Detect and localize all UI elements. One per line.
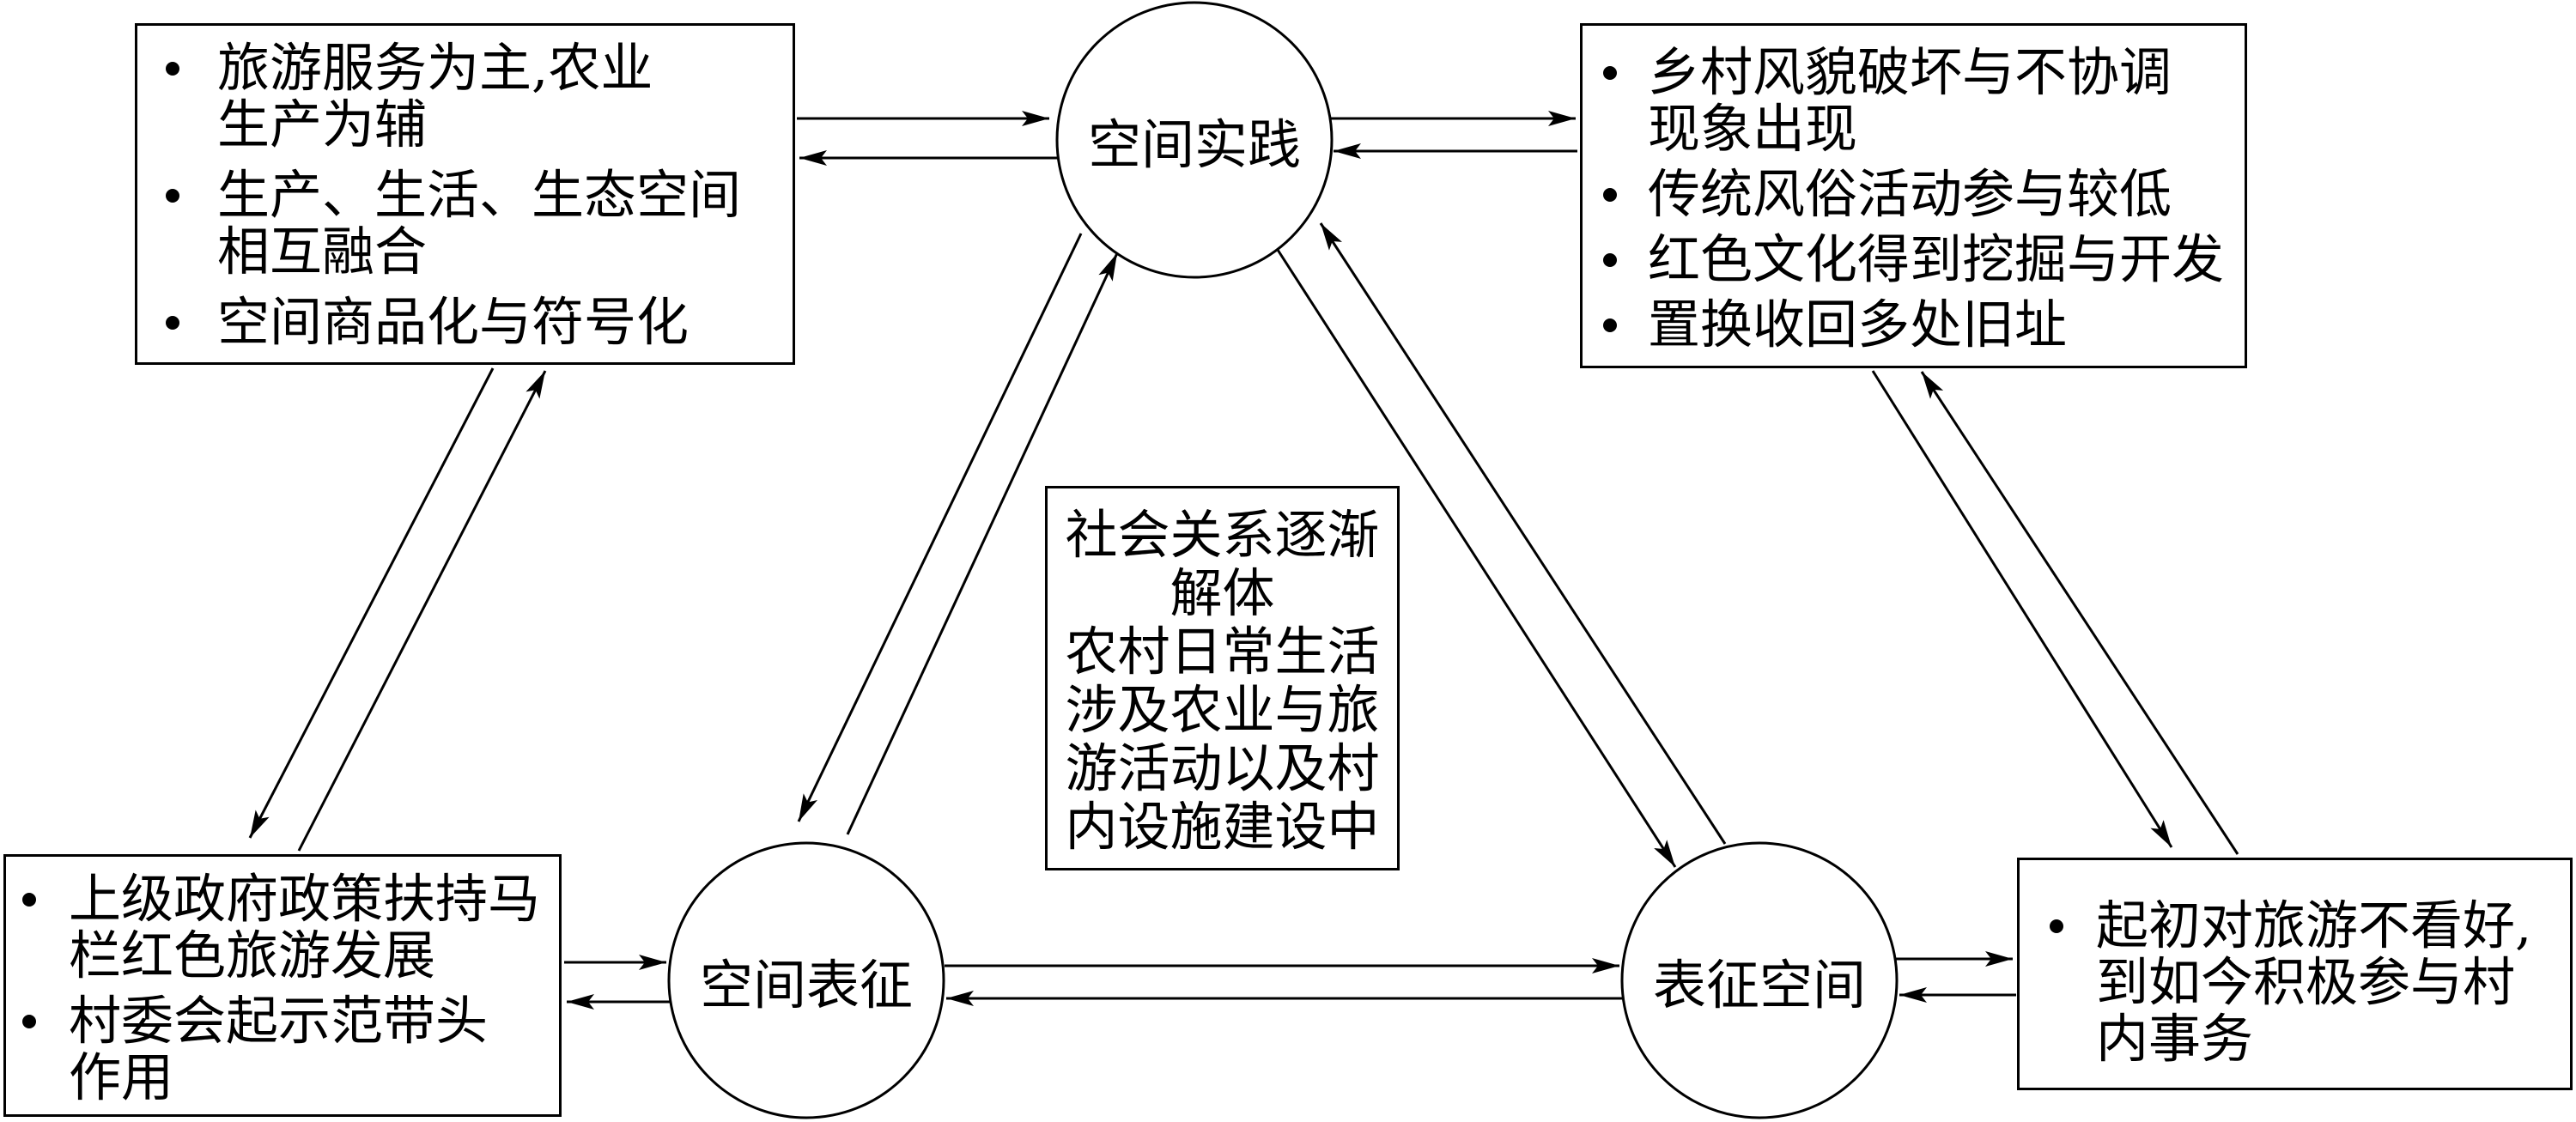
top-left-text-box: 旅游服务为主,农业 生产为辅 生产、生活、生态空间 相互融合 空间商品化与符号化	[135, 23, 795, 365]
list-item-line: 旅游服务为主,农业	[217, 38, 653, 99]
arrow-bottom-right-box-to-top-right-box	[1920, 371, 2239, 855]
node-circle-representations-of-space	[667, 841, 945, 1119]
paragraph-line: 游活动以及村	[1065, 738, 1380, 799]
bullet-list: 上级政府政策扶持马 栏红色旅游发展 村委会起示范带头 作用	[6, 871, 559, 1107]
bullet-list: 起初对旅游不看好, 到如今积极参与村 内事务	[2020, 898, 2570, 1068]
bullet-icon	[1603, 318, 1617, 332]
arrow-representations-of-space-to-spatial-practice	[846, 252, 1119, 835]
list-item-line: 生产为辅	[217, 94, 428, 155]
list-item: 置换收回多处旧址	[1583, 297, 2245, 354]
bullet-icon	[166, 62, 179, 76]
arrow-bottom-left-box-to-top-left-box	[297, 370, 547, 852]
list-item-line: 起初对旅游不看好,	[2096, 895, 2532, 956]
bullet-icon	[22, 893, 36, 907]
bottom-left-text-box: 上级政府政策扶持马 栏红色旅游发展 村委会起示范带头 作用	[3, 854, 562, 1117]
list-item: 乡村风貌破坏与不协调 现象出现	[1583, 45, 2245, 158]
bullet-icon	[22, 1015, 36, 1028]
bullet-icon	[1603, 253, 1617, 267]
top-right-text-box: 乡村风貌破坏与不协调 现象出现 传统风俗活动参与较低 红色文化得到挖掘与开发 置…	[1580, 23, 2247, 368]
bullet-icon	[1603, 188, 1617, 202]
list-item: 红色文化得到挖掘与开发	[1583, 232, 2245, 288]
paragraph-line: 内设施建设中	[1065, 797, 1380, 858]
list-item-line: 到如今积极参与村	[2096, 952, 2516, 1013]
list-item: 传统风俗活动参与较低	[1583, 167, 2245, 223]
list-item: 空间商品化与符号化	[137, 294, 793, 351]
list-item-line: 作用	[69, 1047, 174, 1108]
list-item: 上级政府政策扶持马 栏红色旅游发展	[6, 871, 559, 985]
center-paragraph: 农村日常生活 涉及农业与旅 游活动以及村 内设施建设中	[1048, 623, 1397, 857]
bullet-list: 旅游服务为主,农业 生产为辅 生产、生活、生态空间 相互融合 空间商品化与符号化	[137, 40, 793, 351]
list-item: 起初对旅游不看好, 到如今积极参与村 内事务	[2020, 898, 2570, 1068]
bullet-list: 乡村风貌破坏与不协调 现象出现 传统风俗活动参与较低 红色文化得到挖掘与开发 置…	[1583, 45, 2245, 354]
list-item: 村委会起示范带头 作用	[6, 993, 559, 1107]
bullet-icon	[1603, 66, 1617, 80]
list-item-line: 相互融合	[217, 221, 428, 282]
node-circle-representational-space	[1620, 841, 1899, 1119]
paragraph-line: 解体	[1170, 563, 1275, 624]
list-item-line: 村委会起示范带头	[69, 991, 489, 1052]
bottom-right-text-box: 起初对旅游不看好, 到如今积极参与村 内事务	[2017, 858, 2573, 1090]
arrow-top-right-box-to-bottom-right-box	[1871, 370, 2173, 848]
node-label-representational-space: 表征空间	[1652, 954, 1866, 1016]
list-item: 生产、生活、生态空间 相互融合	[137, 167, 793, 281]
list-item-line: 乡村风貌破坏与不协调	[1648, 42, 2172, 103]
list-item-line: 上级政府政策扶持马	[69, 869, 541, 930]
arrow-top-left-box-to-bottom-left-box	[248, 367, 495, 839]
node-label-spatial-practice: 空间实践	[1087, 113, 1301, 176]
list-item-line: 栏红色旅游发展	[69, 925, 436, 986]
paragraph-line: 涉及农业与旅	[1065, 680, 1380, 741]
paragraph-line: 农村日常生活	[1065, 622, 1380, 682]
arrow-spatial-practice-to-representations-of-space	[797, 233, 1083, 822]
list-item-line: 置换收回多处旧址	[1648, 294, 2068, 355]
arrow-representational-space-to-spatial-practice	[1319, 222, 1727, 845]
list-item-line: 传统风俗活动参与较低	[1648, 164, 2172, 225]
node-label-representations-of-space: 空间表征	[699, 954, 913, 1016]
list-item-line: 现象出现	[1648, 99, 1858, 160]
center-paragraph: 社会关系逐渐 解体	[1048, 506, 1397, 623]
bullet-icon	[166, 189, 179, 203]
node-circle-spatial-practice	[1055, 1, 1334, 279]
center-text-box: 社会关系逐渐 解体 农村日常生活 涉及农业与旅 游活动以及村 内设施建设中	[1045, 486, 1400, 870]
arrow-spatial-practice-to-representational-space	[1276, 249, 1677, 868]
bullet-icon	[2050, 919, 2063, 933]
list-item-line: 生产、生活、生态空间	[217, 165, 742, 226]
bullet-icon	[166, 316, 179, 330]
list-item: 旅游服务为主,农业 生产为辅	[137, 40, 793, 154]
list-item-line: 空间商品化与符号化	[217, 292, 690, 353]
list-item-line: 红色文化得到挖掘与开发	[1648, 229, 2225, 290]
paragraph-line: 社会关系逐渐	[1065, 505, 1380, 566]
list-item-line: 内事务	[2096, 1009, 2254, 1070]
